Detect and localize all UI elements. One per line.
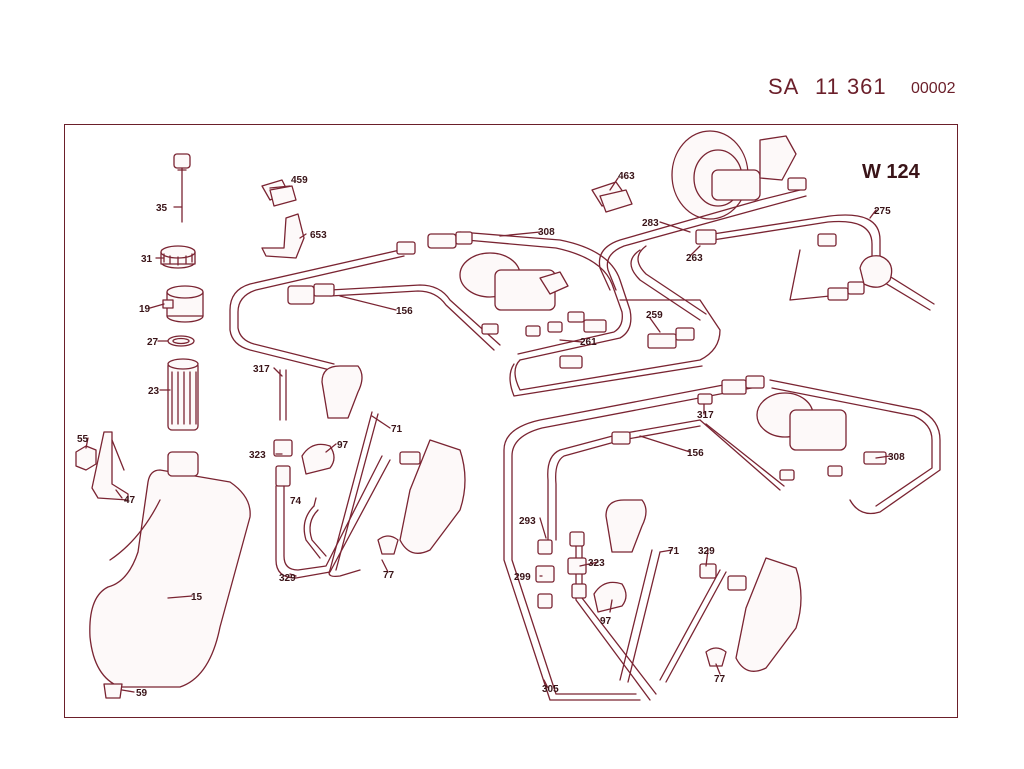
callout-74: 74	[290, 496, 302, 507]
clamp-463	[591, 181, 633, 213]
callout-459: 459	[291, 175, 308, 186]
bracket-55-47	[75, 431, 129, 501]
callout-156-upper: 156	[396, 306, 413, 317]
drawing-frame	[64, 124, 958, 718]
clamp-459	[261, 179, 297, 207]
callout-323-upper: 323	[249, 450, 266, 461]
callout-317-upper: 317	[253, 364, 270, 375]
callout-263: 263	[686, 253, 703, 264]
callout-156-lower: 156	[687, 448, 704, 459]
callout-31: 31	[141, 254, 153, 265]
drawing-prefix: SA	[768, 74, 800, 99]
filter-23	[167, 358, 199, 431]
pump-upper	[459, 252, 569, 311]
callout-15: 15	[191, 592, 203, 603]
callout-97-lower: 97	[600, 616, 612, 627]
pipe-run-right-top	[598, 177, 935, 321]
brake-disc	[671, 130, 797, 220]
seal-ring-27	[167, 335, 195, 347]
callout-47: 47	[124, 495, 136, 506]
tank-lower	[705, 557, 802, 672]
callout-55: 55	[77, 434, 89, 445]
leader-lines	[85, 177, 891, 693]
drawing-header: SA 11 361 00002	[0, 74, 1024, 104]
callout-305: 305	[542, 684, 559, 695]
pipe-run-upper	[229, 231, 721, 421]
callout-27: 27	[147, 337, 159, 348]
callout-275: 275	[874, 206, 891, 217]
callout-299: 299	[514, 572, 531, 583]
pump-lower	[756, 392, 847, 451]
callout-19: 19	[139, 304, 151, 315]
filler-neck-19	[162, 285, 204, 323]
pipe-run-lower	[503, 377, 941, 701]
callout-308-upper: 308	[538, 227, 555, 238]
callout-323-lower: 323	[588, 558, 605, 569]
callout-308-lower: 308	[888, 452, 905, 463]
model-designation: W 124	[862, 161, 921, 183]
callout-317-lower: 317	[697, 410, 714, 421]
callout-71-upper: 71	[391, 424, 403, 435]
callout-97-upper: 97	[337, 440, 349, 451]
bracket-653	[261, 213, 305, 259]
drawing-number: 11 361	[815, 74, 887, 99]
fitting-group-lower	[535, 375, 887, 609]
reservoir-15	[89, 451, 251, 699]
callout-35: 35	[156, 203, 168, 214]
valve-97-lower	[593, 499, 647, 613]
callout-259: 259	[646, 310, 663, 321]
tank-upper	[377, 439, 466, 555]
callout-329-lower: 329	[698, 546, 715, 557]
callout-653: 653	[310, 230, 327, 241]
callout-261: 261	[580, 337, 597, 348]
dipstick-35	[173, 153, 191, 223]
callout-23: 23	[148, 386, 160, 397]
cap-nut-31	[160, 245, 196, 269]
lower-left-pipes	[273, 411, 391, 579]
callout-77-upper: 77	[383, 570, 395, 581]
callout-71-lower: 71	[668, 546, 680, 557]
callout-293: 293	[519, 516, 536, 527]
valve-97-upper	[301, 365, 363, 475]
sheet-number: 00002	[911, 80, 956, 97]
callout-463: 463	[618, 171, 635, 182]
fitting-group-upper	[287, 231, 695, 369]
callout-329-upper: 329	[279, 573, 296, 584]
callout-283: 283	[642, 218, 659, 229]
callout-77-lower: 77	[714, 674, 726, 685]
callout-59: 59	[136, 688, 148, 699]
